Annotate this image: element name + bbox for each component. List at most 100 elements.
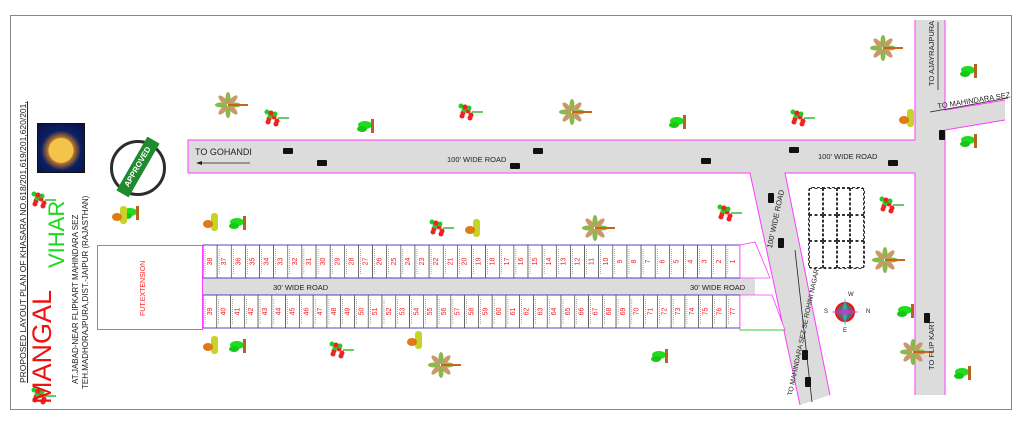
plot-number: 77	[730, 308, 737, 316]
approved-stamp-text: APPROVED	[116, 136, 160, 198]
plot-number: 3	[702, 259, 709, 263]
bush-icon	[203, 343, 213, 351]
plot-number: 34	[264, 258, 271, 266]
car-icon	[939, 130, 945, 140]
bush-icon	[211, 213, 218, 231]
compass-east-label: E	[843, 328, 848, 334]
flower-tree-icon	[879, 196, 885, 202]
flower-tree-icon	[466, 105, 472, 111]
car-icon	[778, 238, 784, 248]
plot-number: 66	[579, 308, 586, 316]
plot-number: 56	[441, 308, 448, 316]
green-plant-icon	[357, 126, 367, 132]
road-boundary	[784, 172, 916, 396]
plot-number: 6	[659, 259, 666, 263]
flower-tree-icon	[883, 197, 889, 203]
flower-tree-icon	[800, 118, 806, 124]
bush-icon	[907, 109, 914, 127]
palm-tree-icon	[900, 339, 933, 365]
project-name-mangal: MANGAL	[27, 289, 57, 404]
plot-number: 41	[234, 308, 241, 316]
plot-number: 53	[400, 308, 407, 316]
arrow-to-mahindara-sez	[929, 97, 1009, 113]
flower-tree-icon	[31, 387, 37, 393]
car-icon	[888, 160, 898, 166]
plant-trunk	[974, 134, 977, 148]
plot-number: 52	[386, 308, 393, 316]
road-label-to-flipkart: TO FLIP KART	[927, 319, 936, 370]
flower-tree-icon	[725, 206, 731, 212]
bush-icon	[120, 206, 127, 224]
plot-number: 35	[249, 258, 256, 266]
flower-tree-icon	[337, 343, 343, 349]
flower-tree-icon	[790, 109, 796, 115]
plot-number: 40	[221, 308, 228, 316]
plot-number: 18	[490, 258, 497, 266]
plot-number: 9	[617, 259, 624, 263]
internal-road	[203, 278, 755, 295]
plot-number: 28	[348, 258, 355, 266]
approved-stamp: APPROVED	[110, 136, 166, 198]
compass-south-label: S	[824, 309, 829, 315]
plot-number: 46	[303, 308, 310, 316]
green-plant-icon	[651, 356, 661, 362]
plot-number: 67	[592, 308, 599, 316]
car-icon	[510, 163, 520, 169]
plot-number: 73	[675, 308, 682, 316]
plot-number: 65	[565, 308, 572, 316]
plot-number: 30	[320, 258, 327, 266]
plot-number: 32	[292, 258, 299, 266]
bush-icon	[473, 219, 480, 237]
road-label-main-right: 100' WIDE ROAD	[818, 152, 878, 161]
plot-number: 51	[372, 308, 379, 316]
plot-number: 71	[648, 308, 655, 316]
car-icon	[283, 148, 293, 154]
palm-tree-icon	[582, 215, 615, 241]
flower-tree-icon	[268, 110, 274, 116]
road-label-internal-left: 30' WIDE ROAD	[273, 283, 329, 292]
flower-tree-icon	[721, 205, 727, 211]
plot-number: 50	[358, 308, 365, 316]
plot-number: 23	[419, 258, 426, 266]
flower-tree-icon	[339, 350, 345, 356]
plot-number: 54	[413, 308, 420, 316]
plot-number: 37	[221, 258, 228, 266]
flower-tree-icon	[727, 213, 733, 219]
plant-trunk	[136, 206, 139, 220]
plot-number: 26	[377, 258, 384, 266]
plot-number: 69	[620, 308, 627, 316]
plot-number: 4	[688, 259, 695, 263]
address-line-1: AT.JABAD-NEAR FLIPKART MAHINDARA SEZ	[71, 214, 80, 384]
bush-icon	[203, 220, 213, 228]
car-icon	[805, 377, 811, 387]
plot-number: 5	[673, 259, 680, 263]
plot-number: 27	[363, 258, 370, 266]
flower-tree-icon	[429, 219, 435, 225]
plot-number: 62	[524, 308, 531, 316]
plot-number: 47	[317, 308, 324, 316]
future-extension-area: FUT.EXTENSION	[97, 245, 203, 330]
green-plant-icon	[669, 122, 679, 128]
bush-icon	[112, 213, 122, 221]
plot-number: 60	[496, 308, 503, 316]
plot-number: 19	[476, 258, 483, 266]
car-icon	[317, 160, 327, 166]
plot-number: 24	[405, 258, 412, 266]
plant-trunk	[974, 64, 977, 78]
plot-number: 29	[334, 258, 341, 266]
address-line-2: TEH.MADHORAJPURA,DIST.-JAIPUR (RAJASTHAN…	[81, 195, 90, 389]
plot-number: 76	[716, 308, 723, 316]
car-icon	[768, 193, 774, 203]
flower-tree-icon	[462, 104, 468, 110]
flower-tree-icon	[41, 396, 47, 402]
flower-tree-icon	[35, 192, 41, 198]
block-grid	[808, 187, 865, 269]
road-label-to-gohandi: TO GOHANDI	[195, 147, 252, 157]
plot-number: 1	[730, 259, 737, 263]
flower-tree-icon	[274, 118, 280, 124]
plot-number: 12	[574, 258, 581, 266]
flower-tree-icon	[468, 112, 474, 118]
compass-north-label: N	[866, 309, 871, 315]
plot-number: 63	[537, 308, 544, 316]
